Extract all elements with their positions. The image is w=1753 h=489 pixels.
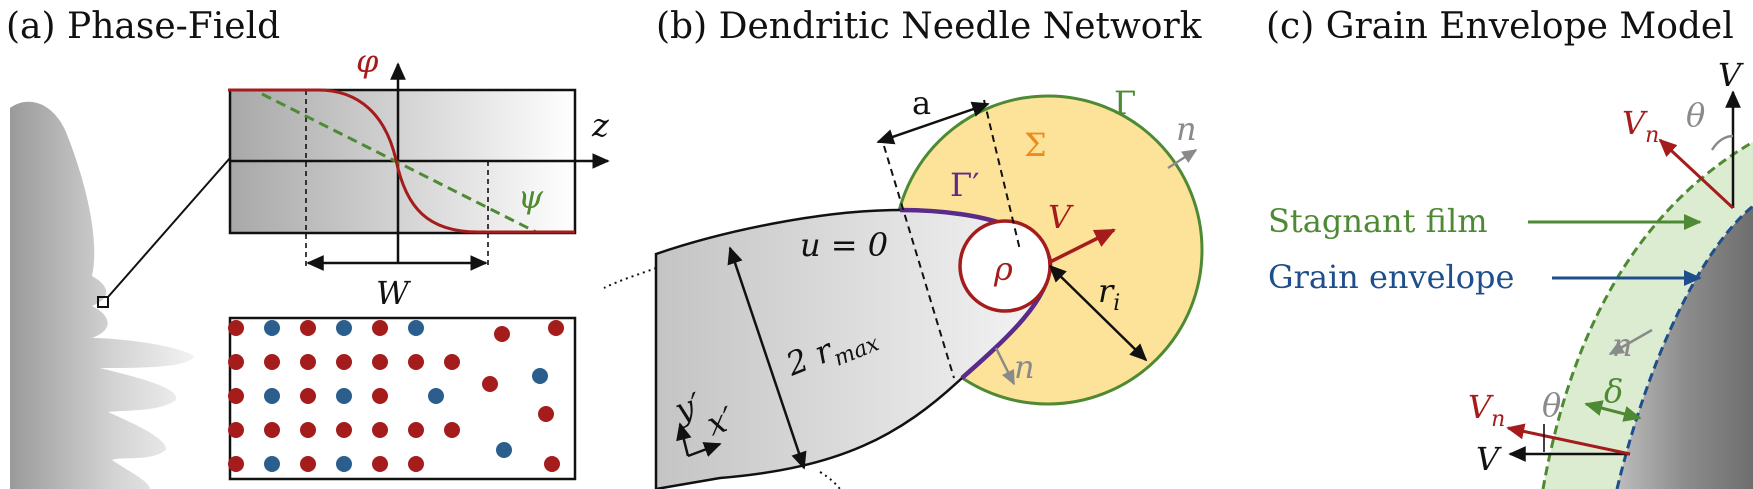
lattice-box: [228, 316, 577, 481]
theta-top-arc: [1710, 134, 1734, 151]
lattice-dot-red: [372, 456, 388, 472]
w-label: W: [376, 274, 412, 312]
lattice-dot-blue: [264, 388, 280, 404]
zoom-marker: [97, 296, 109, 308]
panel-b-title: (b) Dendritic Needle Network: [656, 6, 1203, 47]
lattice-dot-blue: [428, 388, 444, 404]
gamma-label: Γ: [1114, 84, 1136, 122]
delta-arrow: [1584, 400, 1642, 422]
v-top-label: V: [1718, 56, 1744, 94]
lattice-dot-red: [228, 456, 244, 472]
rho-label: ρ: [993, 250, 1013, 288]
lattice-dot-red: [336, 354, 352, 370]
lattice-dot-red: [336, 422, 352, 438]
vn-bottom-arrow: [1506, 423, 1631, 456]
lattice-dot-red: [548, 320, 564, 336]
grain-envelope-label: Grain envelope: [1268, 258, 1514, 296]
rmax-arrow: [727, 246, 807, 470]
lattice-dot-red: [300, 422, 316, 438]
n-label-c: n: [1612, 326, 1633, 364]
lattice-dot-red: [300, 320, 316, 336]
ri-label: ri: [1098, 272, 1120, 316]
psi-profile: [261, 92, 537, 234]
panel-b: (b) Dendritic Needle Network a Γ Γ′ Σ V …: [603, 6, 1204, 489]
normal-bottom-arrow: [994, 347, 1016, 386]
lattice-dot-blue: [532, 368, 548, 384]
lattice-dot-blue: [336, 388, 352, 404]
psi-label: ψ: [518, 178, 544, 216]
lattice-dot-red: [444, 422, 460, 438]
lattice-dot-red: [494, 326, 510, 342]
x-prime-axis: [687, 442, 722, 458]
grain-envelope-boundary: [1615, 204, 1753, 489]
lattice-dot-blue: [496, 442, 512, 458]
y-prime-axis: [676, 422, 692, 457]
theta-bottom-label: θ: [1542, 386, 1561, 424]
lattice-dot-red: [300, 354, 316, 370]
lattice-dot-red: [372, 422, 388, 438]
v-arrow: [1049, 228, 1116, 264]
ri-arrow: [1048, 264, 1148, 362]
lattice-dot-blue: [408, 320, 424, 336]
panel-c-title: (c) Grain Envelope Model: [1266, 6, 1734, 47]
theta-top-label: θ: [1686, 96, 1705, 134]
lattice-dot-red: [300, 388, 316, 404]
lattice-dot-red: [300, 456, 316, 472]
normal-top-arrow: [1167, 148, 1198, 170]
stagnant-film-label: Stagnant film: [1268, 202, 1488, 240]
v-label: V: [1048, 198, 1074, 236]
vn-top-label: Vn: [1622, 104, 1659, 148]
lattice-dot-red: [228, 422, 244, 438]
lattice-dot-red: [408, 354, 424, 370]
normal-arrow-c: [1608, 328, 1653, 356]
lattice-dot-red: [444, 354, 460, 370]
a-dashed-left: [883, 145, 955, 379]
lattice-dot-red: [264, 422, 280, 438]
needle-left-dotted-top: [603, 267, 657, 289]
lattice-dot-red: [264, 354, 280, 370]
dendrite-shape: [10, 101, 194, 489]
stagnant-film-boundary: [1541, 140, 1753, 489]
vn-top-arrow: [1658, 138, 1735, 210]
n-top-label: n: [1176, 110, 1197, 148]
a-arrow: [876, 101, 990, 145]
lattice-dot-blue: [264, 320, 280, 336]
a-dashed-right: [983, 99, 1021, 251]
a-label: a: [912, 84, 931, 122]
lattice-dot-blue: [336, 320, 352, 336]
lattice-dot-blue: [264, 456, 280, 472]
sigma-label: Σ: [1024, 126, 1047, 164]
z-label: z: [591, 106, 610, 144]
phi-label: φ: [356, 42, 379, 80]
panel-a: (a) Phase-Field φ ψ z W: [6, 6, 610, 489]
panel-c: (c) Grain Envelope Model V Vn θ Stagnant…: [1266, 6, 1753, 489]
panel-a-title: (a) Phase-Field: [6, 6, 280, 47]
v-bottom-label: V: [1476, 440, 1502, 478]
lattice-dot-red: [544, 456, 560, 472]
gamma-prime-label: Γ′: [950, 166, 979, 204]
lattice-dot-red: [538, 406, 554, 422]
lattice-dot-red: [372, 388, 388, 404]
lattice-dot-red: [408, 456, 424, 472]
n-bottom-label: n: [1014, 348, 1035, 386]
u-zero-label: u = 0: [800, 226, 888, 264]
lattice-dot-red: [228, 388, 244, 404]
lattice-dot-red: [228, 354, 244, 370]
lattice-dot-red: [482, 376, 498, 392]
lattice-dot-red: [408, 422, 424, 438]
zoom-line-top: [107, 157, 231, 298]
phi-profile: [228, 88, 575, 234]
vn-bottom-label: Vn: [1468, 388, 1505, 432]
lattice-dots: [228, 320, 564, 472]
lattice-dot-red: [228, 320, 244, 336]
lattice-dot-red: [372, 354, 388, 370]
lattice-dot-red: [372, 320, 388, 336]
lattice-dot-blue: [336, 456, 352, 472]
delta-label: δ: [1604, 372, 1623, 410]
grain-envelope-solid: [1617, 206, 1753, 489]
needle-left-dotted-bottom: [819, 471, 841, 489]
